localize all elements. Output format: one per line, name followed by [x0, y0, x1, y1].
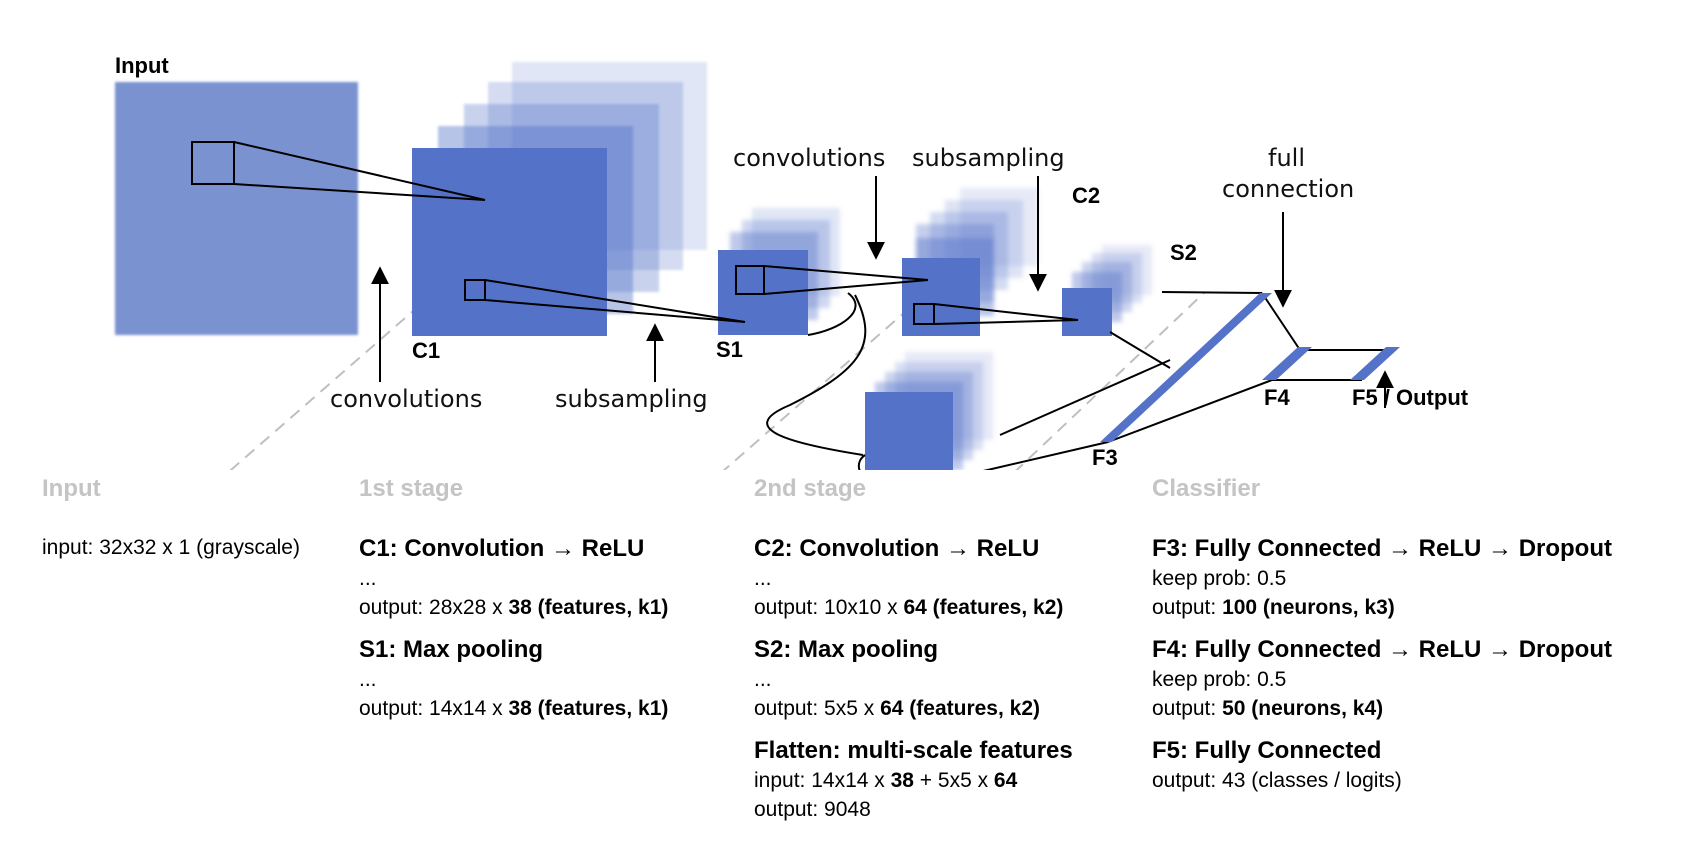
c2-output: output: 10x10 x 64 (features, k2)	[754, 596, 1064, 619]
input-receptive-field	[191, 141, 235, 185]
full-connection-label-line1: full	[1268, 144, 1305, 172]
f4-title: F4: Fully Connected → ReLU → Dropout	[1152, 636, 1612, 663]
s1-label: S1	[716, 337, 743, 362]
classifier-column: Classifier F3: Fully Connected → ReLU → …	[1152, 475, 1612, 807]
classifier-heading: Classifier	[1152, 475, 1261, 502]
stage2-heading: 2nd stage	[754, 475, 867, 502]
s1-title: S1: Max pooling	[359, 636, 544, 663]
input-spec-line: input: 32x32 x 1 (grayscale)	[42, 536, 300, 559]
f5-output-label: F5 / Output	[1352, 385, 1469, 410]
conv1-label: convolutions	[330, 385, 482, 413]
input-heading: Input	[42, 475, 101, 502]
f4-keep-prob: keep prob: 0.5	[1152, 668, 1287, 691]
s2-block: S2: Max pooling ... output: 5x5 x 64 (fe…	[754, 634, 1073, 723]
stage-separator-lines	[229, 291, 1206, 470]
sub2-label: subsampling	[912, 144, 1065, 172]
input-label: Input	[115, 53, 169, 78]
c1-title: C1: Convolution → ReLU	[359, 535, 645, 562]
c1-label: C1	[412, 338, 440, 363]
c1-output: output: 28x28 x 38 (features, k1)	[359, 596, 669, 619]
cnn-architecture-diagram: Input C1 S1 C2 S2 S1 F3 F4 F5 / Output c…	[115, 53, 1469, 470]
f5-title: F5: Fully Connected	[1152, 737, 1382, 764]
stage1-column: 1st stage C1: Convolution → ReLU ... out…	[359, 475, 668, 735]
f3-keep-prob: keep prob: 0.5	[1152, 567, 1287, 590]
stage1-heading: 1st stage	[359, 475, 464, 502]
stage2-column: 2nd stage C2: Convolution → ReLU ... out…	[754, 475, 1073, 836]
c2-block: C2: Convolution → ReLU ... output: 10x10…	[754, 533, 1073, 622]
c1-block: C1: Convolution → ReLU ... output: 28x28…	[359, 533, 668, 622]
s2-ellipsis: ...	[754, 668, 772, 691]
f5-block: F5: Fully Connected output: 43 (classes …	[1152, 735, 1612, 795]
f3-layer	[1100, 293, 1272, 442]
f4-output: output: 50 (neurons, k4)	[1152, 697, 1384, 720]
input-plane	[115, 82, 358, 335]
input-column: Input input: 32x32 x 1 (grayscale)	[42, 475, 300, 562]
f3-output: output: 100 (neurons, k3)	[1152, 596, 1395, 619]
f4-layer	[1262, 347, 1312, 380]
c1-ellipsis: ...	[359, 567, 377, 590]
c2-title: C2: Convolution → ReLU	[754, 535, 1040, 562]
s2-output: output: 5x5 x 64 (features, k2)	[754, 697, 1041, 720]
c2-pool-window	[913, 303, 935, 325]
s1-receptive-field	[735, 265, 765, 295]
s1-ellipsis: ...	[359, 668, 377, 691]
s2-front-map	[1062, 288, 1112, 336]
f3-title: F3: Fully Connected → ReLU → Dropout	[1152, 535, 1612, 562]
flatten-block: Flatten: multi-scale features input: 14x…	[754, 735, 1073, 824]
flatten-title: Flatten: multi-scale features	[754, 737, 1073, 764]
conv2-label: convolutions	[733, 144, 885, 172]
c2-ellipsis: ...	[754, 567, 772, 590]
projection-lines	[233, 141, 1385, 470]
f3-label: F3	[1092, 445, 1118, 470]
f3-block: F3: Fully Connected → ReLU → Dropout kee…	[1152, 533, 1612, 622]
flatten-input: input: 14x14 x 38 + 5x5 x 64	[754, 769, 1018, 792]
c1-pool-window	[464, 279, 486, 301]
f4-block: F4: Fully Connected → ReLU → Dropout kee…	[1152, 634, 1612, 723]
c2-label: C2	[1072, 183, 1100, 208]
s1-output: output: 14x14 x 38 (features, k1)	[359, 697, 669, 720]
sub1-label: subsampling	[555, 385, 708, 413]
c1-front-map	[412, 148, 607, 336]
s1-branch-front-map	[865, 392, 953, 470]
full-connection-label-line2: connection	[1222, 175, 1354, 203]
flatten-output: output: 9048	[754, 798, 871, 821]
s2-title: S2: Max pooling	[754, 636, 939, 663]
f5-layer	[1350, 347, 1400, 380]
s2-label: S2	[1170, 240, 1197, 265]
operation-arrows	[371, 176, 1394, 408]
f5-output: output: 43 (classes / logits)	[1152, 769, 1402, 792]
s1-block: S1: Max pooling ... output: 14x14 x 38 (…	[359, 634, 668, 723]
f4-label: F4	[1264, 385, 1290, 410]
